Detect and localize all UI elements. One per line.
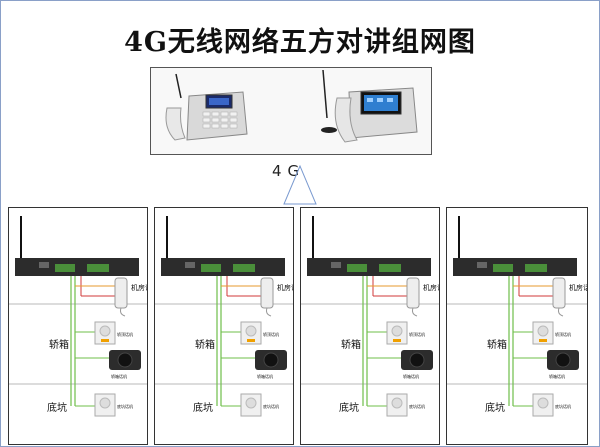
car-speaker-label: 轿箱话机 — [549, 373, 565, 379]
car-label: 轿箱 — [195, 338, 215, 351]
system-panel-4: 轿箱 底坑 机房话机 轿顶话机 轿箱话机 底坑话机 — [446, 207, 588, 445]
pit-label: 底坑 — [485, 401, 505, 414]
system-panel-3: 轿箱 底坑 机房话机 轿顶话机 轿箱话机 底坑话机 — [300, 207, 440, 445]
car-intercom-label: 轿顶话机 — [555, 331, 571, 337]
system-diagram: 轿箱 底坑 机房话机 轿顶话机 轿箱话机 底坑话机 — [155, 216, 293, 417]
master-phones-panel — [150, 67, 432, 155]
page-title: 4G无线网络五方对讲组网图 — [124, 27, 476, 58]
car-label: 轿箱 — [49, 338, 69, 351]
system-diagram: 轿箱 底坑 机房话机 轿顶话机 轿箱话机 底坑话机 — [301, 216, 439, 417]
machine-room-label: 机房话机 — [423, 283, 439, 292]
car-intercom-label: 轿顶话机 — [409, 331, 425, 337]
pit-intercom-label: 底坑话机 — [117, 403, 133, 409]
machine-room-label: 机房话机 — [569, 283, 587, 292]
touchscreen-phone-image — [321, 69, 418, 143]
car-intercom-label: 轿顶话机 — [117, 331, 133, 337]
car-intercom-label: 轿顶话机 — [263, 331, 279, 337]
system-diagram: 轿箱 底坑 机房话机 轿顶话机 轿箱话机 底坑话机 — [9, 216, 147, 417]
car-label: 轿箱 — [487, 338, 507, 351]
car-label: 轿箱 — [341, 338, 361, 351]
pit-label: 底坑 — [339, 401, 359, 414]
car-speaker-label: 轿箱话机 — [403, 373, 419, 379]
system-panel-2: 轿箱 底坑 机房话机 轿顶话机 轿箱话机 底坑话机 — [154, 207, 294, 445]
network-4g-label: 4G — [272, 162, 306, 180]
pit-intercom-label: 底坑话机 — [409, 403, 425, 409]
system-diagram: 轿箱 底坑 机房话机 轿顶话机 轿箱话机 底坑话机 — [447, 216, 587, 417]
network-triangle — [283, 164, 317, 205]
desk-phone-image — [165, 73, 248, 141]
machine-room-label: 机房话机 — [277, 283, 293, 292]
pit-intercom-label: 底坑话机 — [263, 403, 279, 409]
pit-label: 底坑 — [193, 401, 213, 414]
pit-label: 底坑 — [47, 401, 67, 414]
car-speaker-label: 轿箱话机 — [111, 373, 127, 379]
machine-room-label: 机房话机 — [131, 283, 147, 292]
system-panel-1: 轿箱 底坑 机房话机 轿顶话机 轿箱话机 底坑话机 — [8, 207, 148, 445]
pit-intercom-label: 底坑话机 — [555, 403, 571, 409]
car-speaker-label: 轿箱话机 — [257, 373, 273, 379]
